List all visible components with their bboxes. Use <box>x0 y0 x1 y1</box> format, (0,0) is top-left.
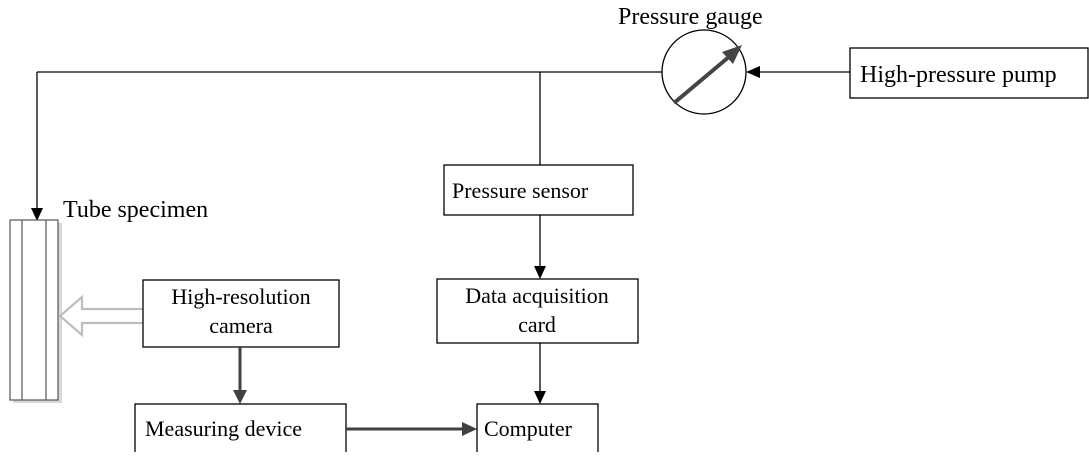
main-pipeline <box>36 71 662 210</box>
high-pressure-pump-box <box>849 47 1089 99</box>
arrow-to-gauge <box>746 66 760 78</box>
arrow-to-tube-specimen <box>31 208 43 221</box>
tube-specimen-body <box>9 219 59 401</box>
data-acquisition-label-line2: card <box>518 312 556 337</box>
computer-label: Computer <box>484 416 573 441</box>
arrow-to-computer-from-daq <box>534 391 546 404</box>
pressure-gauge-needle <box>672 54 732 105</box>
measuring-device-box <box>134 403 347 457</box>
arrow-to-computer-from-measuring <box>462 422 477 436</box>
camera-to-specimen-arrow-icon <box>58 294 147 338</box>
camera-label-line2: camera <box>209 313 273 338</box>
camera-label-line1: High-resolution <box>171 284 310 309</box>
tube-specimen-label: Tube specimen <box>63 197 208 223</box>
high-pressure-pump-label: High-pressure pump <box>860 62 1057 88</box>
pressure-gauge-label: Pressure gauge <box>618 4 763 30</box>
high-resolution-camera-box <box>142 279 340 348</box>
pressure-sensor-label: Pressure sensor <box>452 178 589 203</box>
pressure-sensor-box <box>443 164 634 216</box>
computer-box <box>476 403 599 457</box>
arrow-to-daq <box>534 266 546 279</box>
pressure-gauge <box>661 29 747 115</box>
arrow-to-measuring-device <box>233 390 247 404</box>
data-acquisition-label-line1: Data acquisition <box>465 283 609 308</box>
tube-specimen <box>9 219 62 403</box>
measuring-device-label: Measuring device <box>145 416 302 441</box>
pressure-gauge-needle-head-icon <box>722 45 742 64</box>
data-acquisition-card-box <box>436 278 639 344</box>
